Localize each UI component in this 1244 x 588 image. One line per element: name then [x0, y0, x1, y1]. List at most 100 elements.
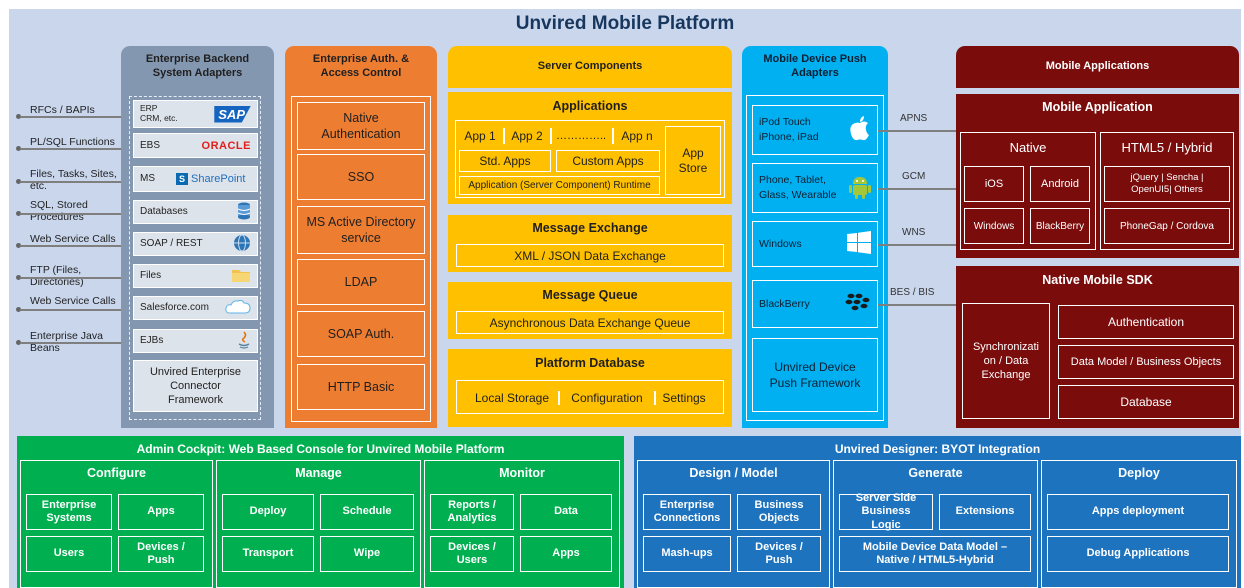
left-label: PL/SQL Functions — [30, 136, 115, 148]
design-item[interactable]: Business Objects — [737, 494, 821, 530]
configure-item[interactable]: Enterprise Systems — [26, 494, 112, 530]
app-store: App Store — [665, 126, 721, 195]
backend-row-label: EBS — [140, 139, 161, 151]
connector-line — [878, 188, 956, 190]
connector-line — [878, 130, 956, 132]
design-item[interactable]: Devices / Push — [737, 536, 821, 572]
push-header: Mobile Device Push Adapters — [742, 46, 888, 88]
separator — [654, 391, 656, 405]
monitor-item[interactable]: Devices / Users — [430, 536, 514, 572]
java-icon — [237, 330, 251, 352]
auth-item: HTTP Basic — [297, 364, 425, 410]
platform-db-item: Settings — [662, 391, 706, 405]
globe-icon — [233, 234, 251, 255]
hybrid-frameworks: jQuery | Sencha | OpenUI5| Others — [1104, 166, 1230, 202]
manage-item[interactable]: Schedule — [320, 494, 414, 530]
cloud-icon — [225, 299, 251, 318]
deploy-title: Deploy — [1118, 466, 1160, 480]
app-ellipsis: ………….. — [555, 130, 607, 142]
backend-row-label: ERP CRM, etc. — [140, 103, 178, 123]
std-apps: Std. Apps — [459, 150, 551, 172]
push-framework: Unvired Device Push Framework — [752, 338, 878, 412]
backend-row-sharepoint[interactable]: MS S SharePoint — [133, 166, 258, 192]
backend-row-label: Databases — [140, 206, 188, 218]
native-group — [960, 132, 1096, 250]
app-item: App n — [621, 129, 653, 143]
hybrid-title: HTML5 / Hybrid — [1121, 139, 1213, 155]
apps-outer-box — [455, 120, 725, 198]
push-item-label: Phone, Tablet, Glass, Wearable — [759, 174, 837, 201]
design-title: Design / Model — [689, 466, 778, 480]
design-item[interactable]: Mash-ups — [643, 536, 731, 572]
server-header: Server Components — [448, 46, 732, 88]
connector-dot — [16, 243, 21, 248]
connector-line — [20, 213, 128, 215]
sharepoint-logo: SharePoint — [191, 173, 246, 185]
platform-db-title: Platform Database — [535, 356, 645, 370]
message-queue-content: Asynchronous Data Exchange Queue — [456, 311, 724, 334]
design-item[interactable]: Enterprise Connections — [643, 494, 731, 530]
push-item-label: BlackBerry — [759, 298, 810, 310]
folder-icon — [231, 267, 251, 286]
designer-title: Unvired Designer: BYOT Integration — [834, 442, 1041, 456]
auth-item: SOAP Auth. — [297, 311, 425, 357]
platform-db-box — [456, 380, 724, 414]
backend-row-oracle[interactable]: EBS ORACLE — [133, 133, 258, 158]
connector-line — [20, 309, 128, 311]
mobile-app-panel — [956, 94, 1239, 258]
backend-row-soap[interactable]: SOAP / REST — [133, 232, 258, 256]
generate-item[interactable]: Server Side Business Logic — [839, 492, 933, 531]
platform-blackberry: BlackBerry — [1030, 208, 1090, 244]
apple-icon — [849, 115, 871, 145]
native-title: Native — [1009, 139, 1047, 155]
hybrid-phonegap: PhoneGap / Cordova — [1104, 208, 1230, 244]
designer-panel — [634, 436, 1241, 588]
configure-item[interactable]: Users — [26, 536, 112, 572]
deploy-item[interactable]: Debug Applications — [1047, 536, 1229, 572]
configure-item[interactable]: Apps — [118, 494, 204, 530]
protocol-label: APNS — [900, 113, 928, 124]
protocol-label: WNS — [902, 227, 926, 238]
manage-item[interactable]: Deploy — [222, 494, 314, 530]
sap-logo: SAP — [214, 105, 251, 123]
applications-panel — [448, 92, 732, 204]
backend-row-label: Salesforce.com — [140, 302, 209, 314]
backend-row-label: Files — [140, 270, 162, 282]
generate-item[interactable]: Mobile Device Data Model – Native / HTML… — [839, 536, 1031, 572]
backend-row-ejbs[interactable]: EJBs — [133, 329, 258, 353]
auth-item: LDAP — [297, 259, 425, 305]
backend-row-salesforce[interactable]: Salesforce.com — [133, 296, 258, 320]
platform-db-panel — [448, 349, 732, 427]
push-item-blackberry: BlackBerry — [752, 280, 878, 328]
generate-title: Generate — [908, 466, 963, 480]
app-item: App 1 — [464, 129, 496, 143]
backend-row-databases[interactable]: Databases — [133, 200, 258, 224]
connector-line — [20, 277, 128, 279]
monitor-item[interactable]: Reports / Analytics — [430, 494, 514, 530]
push-item-android: Phone, Tablet, Glass, Wearable — [752, 163, 878, 213]
push-item-label: Windows — [759, 238, 802, 250]
backend-framework: Unvired Enterprise Connector Framework — [133, 360, 258, 412]
auth-header: Enterprise Auth. & Access Control — [285, 46, 437, 88]
backend-row-sap[interactable]: ERP CRM, etc. SAP — [133, 100, 258, 128]
monitor-item[interactable]: Apps — [520, 536, 612, 572]
platform-ios: iOS — [964, 166, 1024, 202]
separator — [558, 391, 560, 405]
message-exchange-panel — [448, 215, 732, 272]
platform-db-item: Configuration — [571, 391, 643, 405]
monitor-item[interactable]: Data — [520, 494, 612, 530]
left-label: Web Service Calls — [30, 233, 116, 245]
generate-item[interactable]: Extensions — [939, 494, 1031, 530]
manage-item[interactable]: Wipe — [320, 536, 414, 572]
deploy-item[interactable]: Apps deployment — [1047, 494, 1229, 530]
hybrid-group — [1100, 132, 1234, 250]
sharepoint-icon: S — [176, 173, 189, 185]
connector-dot — [16, 179, 21, 184]
configure-item[interactable]: Devices / Push — [118, 536, 204, 572]
push-item-ios: iPod Touch iPhone, iPad — [752, 105, 878, 155]
backend-row-files[interactable]: Files — [133, 264, 258, 288]
manage-item[interactable]: Transport — [222, 536, 314, 572]
auth-item: Native Authentication — [297, 102, 425, 150]
message-exchange-title: Message Exchange — [532, 221, 648, 235]
connector-line — [878, 244, 956, 246]
